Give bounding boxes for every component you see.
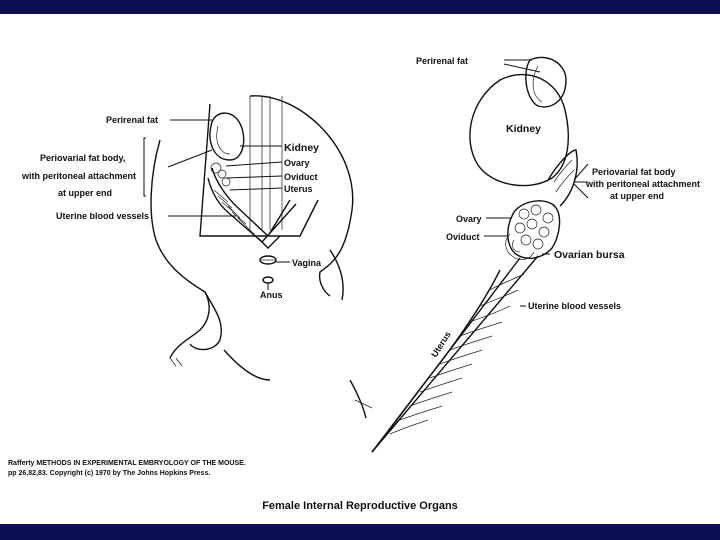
right-ovary-label: Ovary <box>456 214 482 224</box>
right-perirenal-fat-label: Perirenal fat <box>416 56 468 66</box>
right-periovarial-label-line2: with peritoneal attachment <box>585 179 700 189</box>
right-ovarian-bursa-label: Ovarian bursa <box>554 249 625 261</box>
right-kidney <box>469 56 569 187</box>
left-anus-label: Anus <box>260 290 283 300</box>
left-perirenal-fat-label: Perirenal fat <box>106 115 158 125</box>
left-periovarial-label-line1: Periovarial fat body, <box>40 153 125 163</box>
left-periovarial-label-line3: at upper end <box>58 188 112 198</box>
left-oviduct-label: Oviduct <box>284 172 318 182</box>
left-vagina-label: Vagina <box>292 258 322 268</box>
left-ovary-label: Ovary <box>284 158 310 168</box>
left-kidney-label: Kidney <box>284 142 319 154</box>
right-uterine-blood-vessels-label: Uterine blood vessels <box>528 301 621 311</box>
credit-line-2: pp 26,82,83. Copyright (c) 1970 by The J… <box>8 470 211 477</box>
right-periovarial-label-line3: at upper end <box>610 191 664 201</box>
right-periovarial-fat-body <box>547 149 578 207</box>
left-kidney <box>209 112 245 161</box>
credit-line-1: Rafferty METHODS IN EXPERIMENTAL EMBRYOL… <box>8 460 246 467</box>
right-ovary <box>505 200 561 260</box>
left-periovarial-label-line2: with peritoneal attachment <box>21 171 136 181</box>
right-uterus <box>371 255 539 453</box>
right-periovarial-label-line1: Periovarial fat body <box>592 167 676 177</box>
mouse-body-outline <box>150 95 373 419</box>
left-uterine-blood-vessels-label: Uterine blood vessels <box>56 211 149 221</box>
right-kidney-label: Kidney <box>506 123 541 135</box>
right-leader-lines <box>484 59 589 307</box>
bottom-banner <box>0 524 720 540</box>
right-uterus-label: Uterus <box>429 330 453 359</box>
figure-caption: Female Internal Reproductive Organs <box>262 500 458 512</box>
left-vagina-anus <box>259 255 277 284</box>
right-oviduct-label: Oviduct <box>446 232 480 242</box>
left-ovary-uterus <box>207 162 297 249</box>
top-banner <box>0 0 720 14</box>
left-uterus-label: Uterus <box>284 184 313 194</box>
left-leader-lines <box>143 119 290 290</box>
